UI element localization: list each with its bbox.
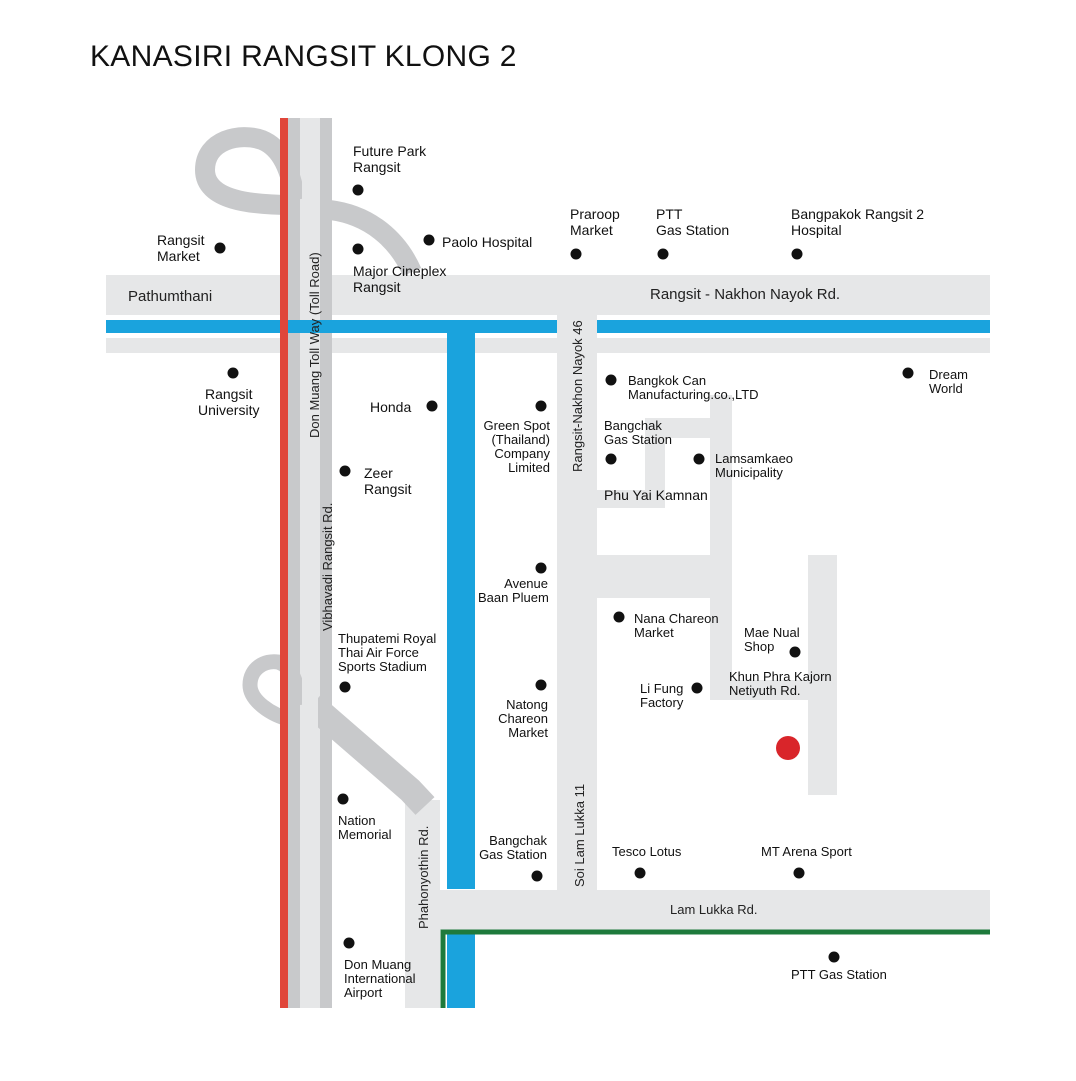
khun-phra-kajorn-horizontal (710, 680, 810, 700)
side-road-1 (597, 555, 732, 598)
place-label-zeer-rangsit: Zeer Rangsit (364, 465, 412, 497)
place-label-bangkok-can: Bangkok Can Manufacturing.co.,LTD (628, 373, 759, 402)
bangchak-gas-top-marker (605, 453, 617, 465)
place-label-natong-chareon: Natong Chareon Market (498, 697, 548, 740)
place-label-avenue-baan-pluem: Avenue Baan Pluem (478, 576, 549, 605)
place-label-rangsit-market: Rangsit Market (157, 232, 205, 264)
rangsit-nakhon-nayok-road (106, 275, 990, 315)
place-label-rangsit-university: Rangsit University (198, 386, 260, 418)
canal-vertical-north (447, 333, 475, 353)
future-park-marker (352, 184, 364, 196)
rangsit-canal-west (106, 320, 557, 333)
place-label-future-park: Future Park Rangsit (353, 143, 427, 175)
place-label-thupatemi: Thupatemi Royal Thai Air Force Sports St… (338, 631, 437, 674)
place-markers (214, 184, 914, 963)
ptt-gas-top-marker (657, 248, 669, 260)
place-label-honda: Honda (370, 399, 412, 415)
green-spot-marker (535, 400, 547, 412)
road-label-don-muang-tollway: Don Muang Toll Way (Toll Road) (307, 252, 322, 438)
place-label-don-muang-airport: Don Muang International Airport (344, 957, 416, 1000)
natong-chareon-marker (535, 679, 547, 691)
place-label-bangpakok-hospital: Bangpakok Rangsit 2 Hospital (791, 206, 925, 238)
mae-nual-shop-marker (789, 646, 801, 658)
place-label-tesco-lotus: Tesco Lotus (612, 844, 682, 859)
canal-vertical-south (447, 930, 475, 1008)
bangchak-loop-right (645, 435, 665, 508)
tesco-lotus-marker (634, 867, 646, 879)
bangkok-can-marker (605, 374, 617, 386)
bangchak-loop-top (645, 418, 710, 438)
place-label-nana-chareon: Nana Chareon Market (634, 611, 719, 640)
rangsit-university-marker (227, 367, 239, 379)
road-label-vibhavadi: Vibhavadi Rangsit Rd. (320, 502, 335, 631)
bangpakok-hospital-marker (791, 248, 803, 260)
khun-phra-kajorn-vertical (710, 395, 732, 700)
road-label-phahonyothin: Phahonyothin Rd. (416, 825, 431, 929)
place-label-li-fung: Li Fung Factory (640, 681, 684, 710)
rangsit-canal-east (597, 320, 990, 333)
mt-arena-marker (793, 867, 805, 879)
li-fung-marker (691, 682, 703, 694)
paolo-hospital-marker (423, 234, 435, 246)
page-title: KANASIRI RANGSIT KLONG 2 (90, 40, 517, 73)
nana-chareon-marker (613, 611, 625, 623)
road-label-rangsit-nakhon-nayok-46: Rangsit-Nakhon Nayok 46 (570, 320, 585, 472)
kanasiri-location-marker (776, 736, 800, 760)
place-label-ptt-gas-bottom: PTT Gas Station (791, 967, 887, 982)
don-muang-airport-marker (343, 937, 355, 949)
side-road-2 (808, 555, 837, 795)
zeer-rangsit-marker (339, 465, 351, 477)
place-label-bangchak-gas-bottom: Bangchak Gas Station (479, 833, 547, 862)
place-label-green-spot: Green Spot (Thailand) Company Limited (483, 418, 551, 475)
road-label-phu-yai-kamnan: Phu Yai Kamnan (604, 487, 708, 503)
dream-world-marker (902, 367, 914, 379)
canal-vertical (447, 353, 475, 889)
place-label-lamsamkaeo: Lamsamkaeo Municipality (715, 451, 794, 480)
road-label-rangsit-nakhon-nayok: Rangsit - Nakhon Nayok Rd. (650, 286, 841, 303)
phahonyothin-ramp (303, 695, 435, 815)
place-label-major-cineplex: Major Cineplex Rangsit (353, 263, 447, 295)
phahonyothin-road (405, 800, 440, 1008)
road-label-pathumthani: Pathumthani (128, 288, 213, 305)
road-label-lam-lukka: Lam Lukka Rd. (670, 902, 758, 917)
place-label-nation-memorial: Nation Memorial (338, 813, 392, 842)
place-label-bangchak-gas-top: Bangchak Gas Station (604, 418, 672, 447)
nation-memorial-marker (337, 793, 349, 805)
soi-lam-lukka-11-road (557, 315, 597, 890)
major-cineplex-ramp (328, 200, 422, 277)
place-label-mt-arena: MT Arena Sport (761, 844, 852, 859)
honda-marker (426, 400, 438, 412)
praroop-market-marker (570, 248, 582, 260)
bangchak-gas-bottom-marker (531, 870, 543, 882)
place-label-ptt-gas-top: PTT Gas Station (656, 206, 730, 238)
road-label-khun-phra-kajorn: Khun Phra Kajorn Netiyuth Rd. (729, 669, 832, 698)
ptt-gas-bottom-marker (828, 951, 840, 963)
thupatemi-marker (339, 681, 351, 693)
place-label-paolo-hospital: Paolo Hospital (442, 234, 533, 250)
lam-lukka-road (440, 890, 990, 930)
place-label-mae-nual-shop: Mae Nual Shop (744, 625, 800, 654)
avenue-baan-pluem-marker (535, 562, 547, 574)
lamsamkaeo-marker (693, 453, 705, 465)
rangsit-market-marker (214, 242, 226, 254)
green-rail-line (440, 929, 990, 1008)
place-label-dream-world: Dream World (929, 367, 969, 396)
tollway-lanes (288, 118, 332, 1008)
major-cineplex-marker (352, 243, 364, 255)
red-rail-line (280, 118, 288, 1008)
canals (106, 320, 990, 1008)
road-label-soi-lam-lukka-11: Soi Lam Lukka 11 (572, 783, 587, 887)
place-label-praroop-market: Praroop Market (570, 206, 620, 238)
